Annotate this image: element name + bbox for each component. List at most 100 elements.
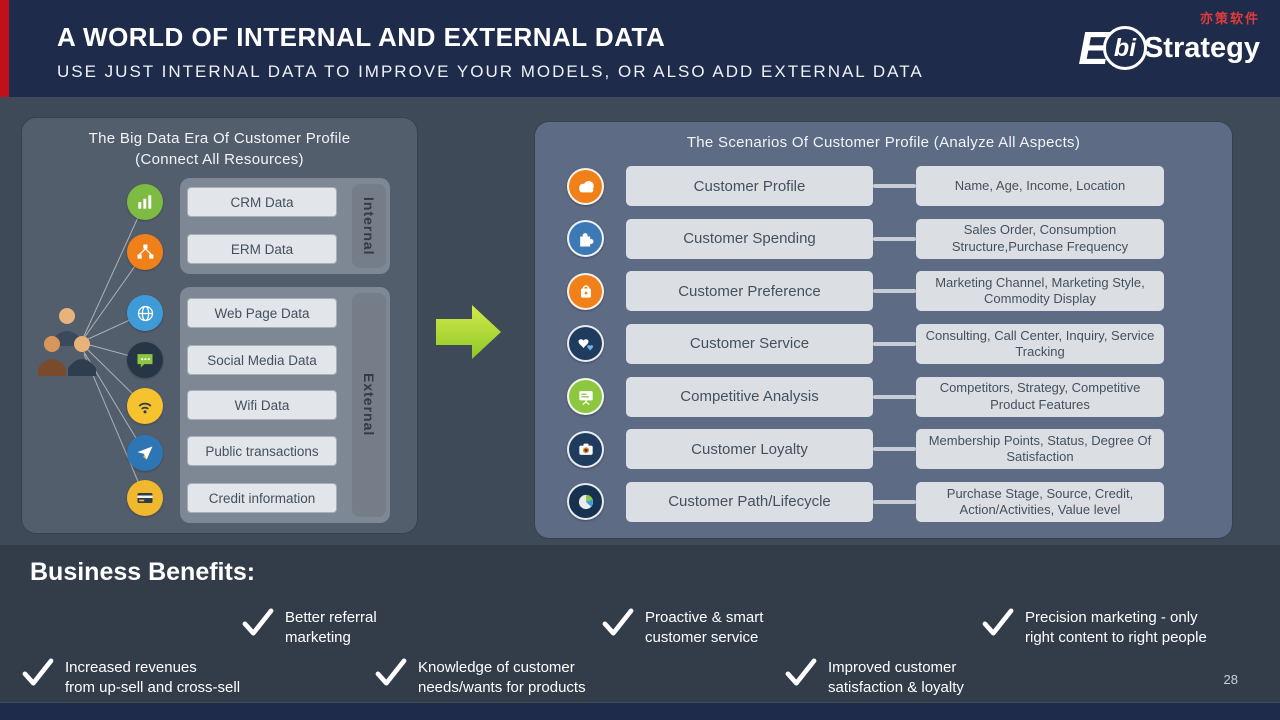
org-network-icon xyxy=(127,234,163,270)
camera-icon xyxy=(567,430,604,468)
benefits-title: Business Benefits: xyxy=(30,558,256,586)
scenario-detail: Competitors, Strategy, Competitive Produ… xyxy=(916,376,1164,417)
benefit-line: Precision marketing - only xyxy=(1025,609,1198,626)
header: A WORLD OF INTERNAL AND EXTERNAL DATA US… xyxy=(0,0,1280,97)
slide-title: A WORLD OF INTERNAL AND EXTERNAL DATA xyxy=(57,22,666,52)
globe-icon xyxy=(127,295,163,331)
logo-wordmark: E bi Strategy xyxy=(1078,25,1260,71)
logo-bi-circle: bi xyxy=(1102,26,1147,70)
benefit-line: Better referral xyxy=(285,609,377,626)
slide-subtitle: USE JUST INTERNAL DATA TO IMPROVE YOUR M… xyxy=(57,62,924,81)
scenario-label: Customer Profile xyxy=(626,166,873,206)
left-panel-title-line1: The Big Data Era Of Customer Profile xyxy=(88,130,351,147)
data-box-credit: Credit information xyxy=(187,483,337,513)
internal-label-strip xyxy=(352,184,386,268)
benefit-text: Better referral marketing xyxy=(285,608,377,648)
presentation-icon xyxy=(567,378,604,416)
puzzle-icon xyxy=(567,220,604,258)
check-icon xyxy=(375,658,407,691)
scenarios-panel: The Scenarios Of Customer Profile (Analy… xyxy=(535,122,1232,538)
benefit-line: right content to right people xyxy=(1025,628,1207,646)
scenario-row-service: Customer Service Consulting, Call Center… xyxy=(567,323,1232,364)
scenario-row-loyalty: Customer Loyalty Membership Points, Stat… xyxy=(567,429,1232,470)
external-group: External Web Page Data Social Media Data… xyxy=(180,287,390,523)
benefit-text: Knowledge of customer needs/wants for pr… xyxy=(418,658,586,698)
data-box-webpage: Web Page Data xyxy=(187,298,337,328)
scenario-detail: Marketing Channel, Marketing Style, Comm… xyxy=(916,271,1164,312)
right-panel-title: The Scenarios Of Customer Profile (Analy… xyxy=(686,134,1081,151)
bar-chart-icon xyxy=(127,184,163,220)
data-box-transactions: Public transactions xyxy=(187,436,337,466)
benefit-line: Increased revenues xyxy=(65,659,197,676)
scenario-rows: Customer Profile Name, Age, Income, Loca… xyxy=(535,166,1232,522)
benefit-text: Proactive & smart customer service xyxy=(645,608,763,648)
pie-chart-icon xyxy=(567,483,604,521)
benefit-item: Increased revenues from up-sell and cros… xyxy=(22,658,240,698)
customer-group-icon xyxy=(36,304,102,383)
benefit-text: Improved customer satisfaction & loyalty xyxy=(828,658,964,698)
data-box-social: Social Media Data xyxy=(187,345,337,375)
benefit-item: Better referral marketing xyxy=(242,608,377,648)
scenario-detail: Membership Points, Status, Degree Of Sat… xyxy=(916,429,1164,470)
benefit-text: Increased revenues from up-sell and cros… xyxy=(65,658,240,698)
scenario-row-spending: Customer Spending Sales Order, Consumpti… xyxy=(567,218,1232,259)
hearts-icon xyxy=(567,325,604,363)
benefit-line: satisfaction & loyalty xyxy=(828,678,964,696)
connector-line xyxy=(873,184,916,188)
scenario-label: Customer Service xyxy=(626,323,873,364)
scenario-label: Customer Preference xyxy=(626,271,873,312)
internal-label: Internal xyxy=(361,196,377,256)
scenario-label: Customer Path/Lifecycle xyxy=(626,481,873,522)
logo-strategy-text: Strategy xyxy=(1143,31,1260,64)
data-box-wifi: Wifi Data xyxy=(187,390,337,420)
scenario-detail: Consulting, Call Center, Inquiry, Servic… xyxy=(916,323,1164,364)
scenario-label: Customer Loyalty xyxy=(626,429,873,470)
data-box-crm: CRM Data xyxy=(187,187,337,217)
check-icon xyxy=(242,608,274,641)
check-icon xyxy=(22,658,54,691)
benefit-text: Precision marketing - only right content… xyxy=(1025,608,1207,648)
data-box-erm: ERM Data xyxy=(187,234,337,264)
chat-icon xyxy=(127,342,163,378)
shopping-bag-icon xyxy=(567,272,604,310)
scenario-detail: Sales Order, Consumption Structure,Purch… xyxy=(916,218,1164,259)
benefit-item: Proactive & smart customer service xyxy=(602,608,763,648)
credit-card-icon xyxy=(127,480,163,516)
benefits-section xyxy=(0,545,1280,702)
scenario-label: Competitive Analysis xyxy=(626,376,873,417)
left-panel-title-line2: (Connect All Resources) xyxy=(135,151,304,168)
benefit-item: Improved customer satisfaction & loyalty xyxy=(785,658,964,698)
scenario-row-lifecycle: Customer Path/Lifecycle Purchase Stage, … xyxy=(567,481,1232,522)
logo-letters-bi: bi xyxy=(1113,33,1137,62)
header-accent-bar xyxy=(0,0,9,97)
benefit-line: from up-sell and cross-sell xyxy=(65,678,241,696)
scenario-detail: Purchase Stage, Source, Credit, Action/A… xyxy=(916,481,1164,522)
wifi-icon xyxy=(127,388,163,424)
logo-chinese-text: 亦策软件 xyxy=(1199,11,1260,26)
company-logo: 亦策软件 E bi Strategy xyxy=(1078,8,1260,71)
external-label: External xyxy=(361,373,377,437)
scenario-detail: Name, Age, Income, Location xyxy=(916,166,1164,206)
benefit-line: Improved customer xyxy=(828,659,957,676)
benefit-line: Proactive & smart xyxy=(645,609,764,626)
page-number: 28 xyxy=(1223,672,1238,687)
benefit-line: Knowledge of customer xyxy=(418,659,575,676)
connector-line xyxy=(873,289,916,294)
scenario-label: Customer Spending xyxy=(626,218,873,259)
left-panel-title: The Big Data Era Of Customer Profile (Co… xyxy=(22,128,417,170)
benefit-line: marketing xyxy=(285,628,351,646)
benefit-item: Knowledge of customer needs/wants for pr… xyxy=(375,658,586,698)
flow-arrow-icon xyxy=(436,302,502,367)
check-icon xyxy=(785,658,817,691)
scenario-row-competitive: Competitive Analysis Competitors, Strate… xyxy=(567,376,1232,417)
check-icon xyxy=(602,608,634,641)
transactions-icon xyxy=(127,435,163,471)
internal-group: Internal CRM Data ERM Data xyxy=(180,178,390,274)
connector-line xyxy=(873,447,916,452)
connector-line xyxy=(873,236,916,241)
benefit-line: needs/wants for products xyxy=(418,678,586,696)
cloud-icon xyxy=(567,167,604,205)
benefit-item: Precision marketing - only right content… xyxy=(982,608,1207,648)
big-data-panel: The Big Data Era Of Customer Profile (Co… xyxy=(22,118,417,533)
